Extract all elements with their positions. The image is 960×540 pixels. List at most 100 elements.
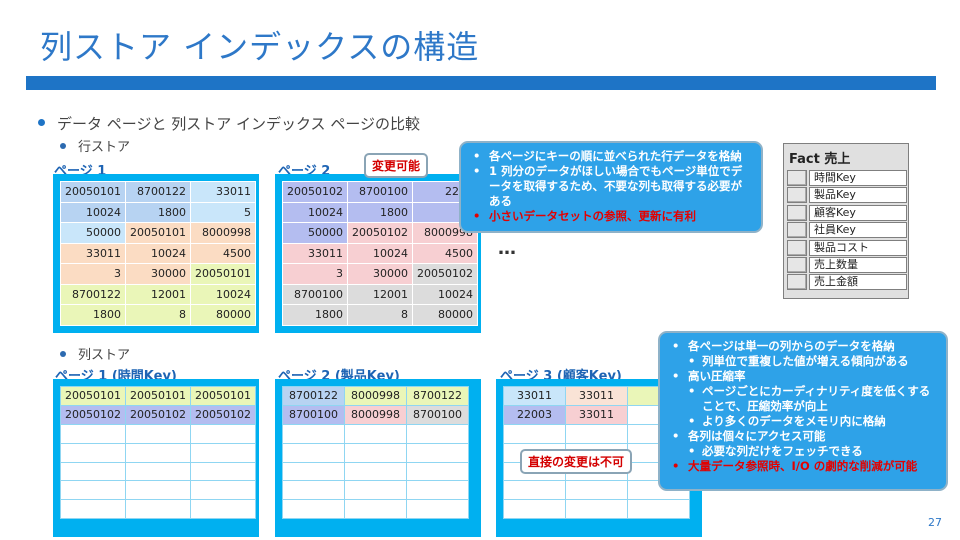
table-row: 10024 1800 — [282, 201, 478, 223]
table-cell: 33011 — [503, 386, 566, 406]
callout-item: 各列は個々にアクセス可能 — [670, 429, 938, 444]
table-row: 8700122 8000998 8700122 — [282, 386, 469, 406]
table-cell — [60, 499, 126, 520]
table-cell — [282, 442, 345, 463]
callout-item: 各ページは単一の列からのデータを格納 — [670, 339, 938, 354]
callout-item: 1 列分のデータがほしい場合でもページ単位でデータを取得するため、不要な列も取得… — [471, 164, 753, 209]
table-cell: 20050101 — [125, 222, 191, 244]
fact-column-item: 売上数量 — [787, 256, 907, 273]
fact-table-title: Fact 売上 — [789, 152, 851, 167]
bullet-row-store: 行ストア — [60, 136, 130, 155]
table-cell — [282, 499, 345, 520]
table-row — [282, 442, 469, 463]
table-cell — [282, 461, 345, 482]
table-cell: 8 — [125, 304, 191, 326]
table-row: 3 30000 20050101 — [60, 263, 256, 285]
callout-item-highlight: 大量データ参照時、I/O の劇的な削減が可能 — [670, 459, 938, 474]
fact-column-item: 製品Key — [787, 186, 907, 204]
table-cell: 22003 — [503, 404, 566, 425]
callout-item: 各ページにキーの順に並べられた行データを格納 — [471, 149, 753, 164]
table-cell: 10024 — [60, 201, 126, 223]
table-cell: 20050101 — [60, 386, 126, 406]
col-page-1-table: 20050101 20050101 20050101 20050102 2005… — [60, 386, 256, 520]
table-cell — [503, 480, 566, 501]
col-page-1-panel: 20050101 20050101 20050101 20050102 2005… — [53, 379, 259, 537]
table-cell: 8700122 — [60, 283, 126, 305]
table-cell: 3 — [282, 263, 348, 285]
table-cell — [190, 499, 256, 520]
table-cell — [503, 499, 566, 520]
changeable-label: 変更可能 — [364, 153, 429, 178]
table-row: 50000 20050101 8000998 — [60, 222, 256, 244]
table-cell: 33011 — [282, 242, 348, 264]
table-row: 20050102 8700100 2200 — [282, 181, 478, 203]
table-cell: 8700122 — [282, 386, 345, 406]
table-cell: 8700100 — [347, 181, 413, 203]
table-cell: 33011 — [565, 404, 628, 425]
table-row: 3 30000 20050102 — [282, 263, 478, 285]
column-handle-icon — [787, 222, 807, 239]
table-row — [282, 480, 469, 501]
table-cell — [406, 423, 469, 444]
table-cell: 20050101 — [190, 263, 256, 285]
table-row: 8700100 8000998 8700100 — [282, 404, 469, 425]
col-store-callout: 各ページは単一の列からのデータを格納 列単位で重複した値が増える傾向がある 高い… — [658, 331, 948, 491]
column-handle-icon — [787, 170, 807, 186]
callout-subitem: より多くのデータをメモリ内に格納 — [670, 414, 938, 429]
table-cell — [406, 480, 469, 501]
table-row: 33011 10024 4500 — [282, 242, 478, 264]
table-cell: 8000998 — [344, 386, 407, 406]
table-cell: 8000998 — [344, 404, 407, 425]
table-cell: 33011 — [190, 181, 256, 203]
callout-subitem: 必要な列だけをフェッチできる — [670, 444, 938, 459]
table-cell — [60, 423, 126, 444]
table-cell — [190, 480, 256, 501]
table-row: 10024 1800 5 — [60, 201, 256, 223]
table-cell: 8700122 — [125, 181, 191, 203]
table-cell: 20050102 — [282, 181, 348, 203]
table-row — [282, 499, 469, 520]
table-cell — [344, 499, 407, 520]
table-cell — [190, 442, 256, 463]
slide-page-number: 27 — [928, 516, 942, 529]
table-row: 50000 20050102 8000998 — [282, 222, 478, 244]
callout-item: 高い圧縮率 — [670, 369, 938, 384]
table-cell: 50000 — [60, 222, 126, 244]
bullet-col-store: 列ストア — [60, 344, 130, 363]
table-cell: 5 — [190, 201, 256, 223]
row-page-2-panel: 20050102 8700100 2200 10024 1800 50000 2… — [275, 174, 481, 333]
table-cell: 8700122 — [406, 386, 469, 406]
row-page-1-table: 20050101 8700122 33011 10024 1800 5 5000… — [60, 181, 256, 326]
title-underline-bar — [26, 76, 936, 90]
more-pages-ellipsis: … — [498, 238, 518, 259]
callout-subitem: 列単位で重複した値が増える傾向がある — [670, 354, 938, 369]
table-row — [60, 461, 256, 482]
table-row: 8700122 12001 10024 — [60, 283, 256, 305]
table-cell — [344, 461, 407, 482]
table-cell — [406, 499, 469, 520]
table-cell — [406, 461, 469, 482]
table-cell: 20050102 — [125, 404, 191, 425]
table-row: 33011 10024 4500 — [60, 242, 256, 264]
table-cell: 4500 — [412, 242, 478, 264]
table-cell — [344, 423, 407, 444]
table-cell: 12001 — [125, 283, 191, 305]
table-cell — [565, 499, 628, 520]
table-cell — [344, 480, 407, 501]
table-cell: 1800 — [347, 201, 413, 223]
table-cell: 12001 — [347, 283, 413, 305]
column-handle-icon — [787, 274, 807, 291]
table-cell: 1800 — [282, 304, 348, 326]
table-cell: 10024 — [347, 242, 413, 264]
table-cell — [125, 499, 191, 520]
fact-column-item: 時間Key — [787, 169, 907, 186]
table-cell — [282, 423, 345, 444]
table-cell: 10024 — [190, 283, 256, 305]
table-cell — [60, 442, 126, 463]
table-cell: 30000 — [125, 263, 191, 285]
table-cell: 8700100 — [282, 283, 348, 305]
column-handle-icon — [787, 256, 807, 273]
table-cell: 33011 — [60, 242, 126, 264]
fact-table-box: Fact 売上 時間Key 製品Key 顧客Key 社員Key 製品コスト 売上… — [783, 143, 909, 299]
table-cell — [125, 423, 191, 444]
